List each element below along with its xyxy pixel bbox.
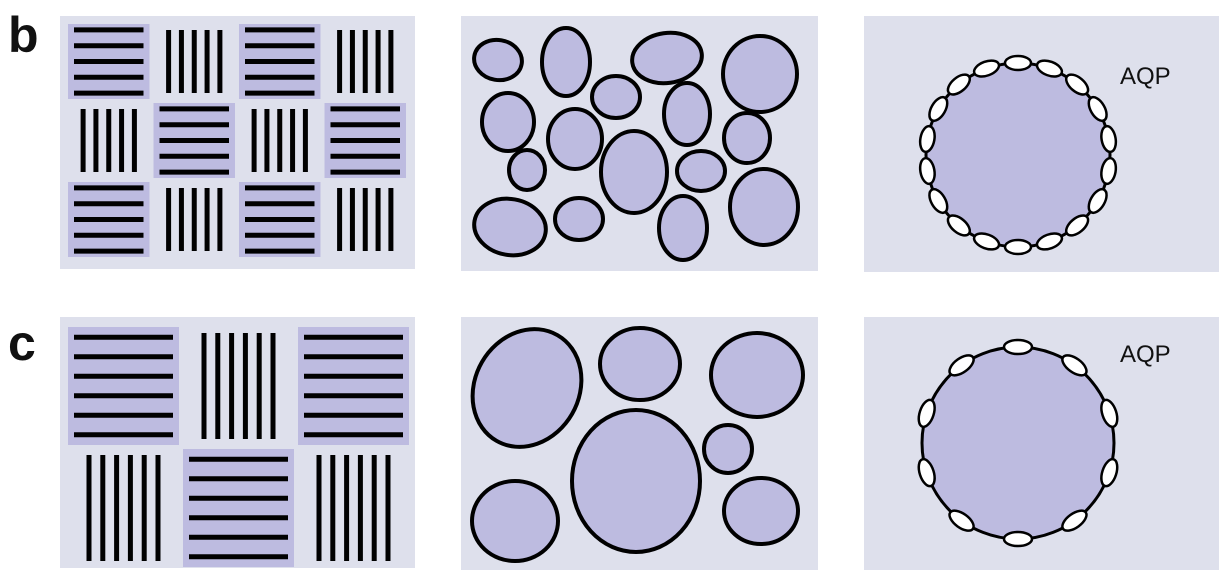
cell: [723, 36, 797, 112]
stripe-block-fill: [298, 327, 409, 445]
cell: [542, 28, 590, 96]
cell: [601, 131, 667, 213]
horizontal-stripe-block: [68, 182, 150, 257]
cell: [572, 410, 700, 552]
cell: [592, 76, 640, 118]
cell-with-aqp-b: [918, 56, 1118, 254]
horizontal-stripe-block: [239, 24, 321, 99]
aqp-label-c: AQP: [1120, 341, 1171, 368]
cell: [711, 333, 803, 417]
horizontal-stripe-block: [298, 327, 409, 445]
cell: [659, 196, 707, 260]
aqp-label-b: AQP: [1120, 63, 1171, 90]
stripe-block-fill: [68, 327, 179, 445]
cell: [600, 328, 680, 400]
cell: [724, 478, 798, 544]
horizontal-stripe-block: [68, 24, 150, 99]
horizontal-stripe-block: [154, 103, 236, 178]
aqp-channel: [1005, 240, 1031, 254]
cell: [555, 198, 603, 240]
horizontal-stripe-block: [325, 103, 407, 178]
cell: [704, 425, 752, 473]
cell: [664, 83, 710, 145]
cell: [482, 93, 534, 151]
horizontal-stripe-block: [68, 327, 179, 445]
cell: [472, 481, 558, 561]
horizontal-stripe-block: [183, 449, 294, 567]
aqp-channel: [1004, 532, 1032, 546]
horizontal-stripe-block: [239, 182, 321, 257]
cell: [724, 113, 770, 163]
cell: [509, 150, 545, 190]
cell-body: [922, 347, 1114, 539]
aqp-channel: [1005, 56, 1031, 70]
aqp-channel: [1004, 340, 1032, 354]
stripe-block-fill: [183, 449, 294, 567]
cell: [677, 151, 725, 191]
row-label-c: c: [8, 315, 36, 371]
row-label-b: b: [8, 7, 39, 63]
cell: [730, 169, 798, 245]
cell: [548, 109, 602, 169]
